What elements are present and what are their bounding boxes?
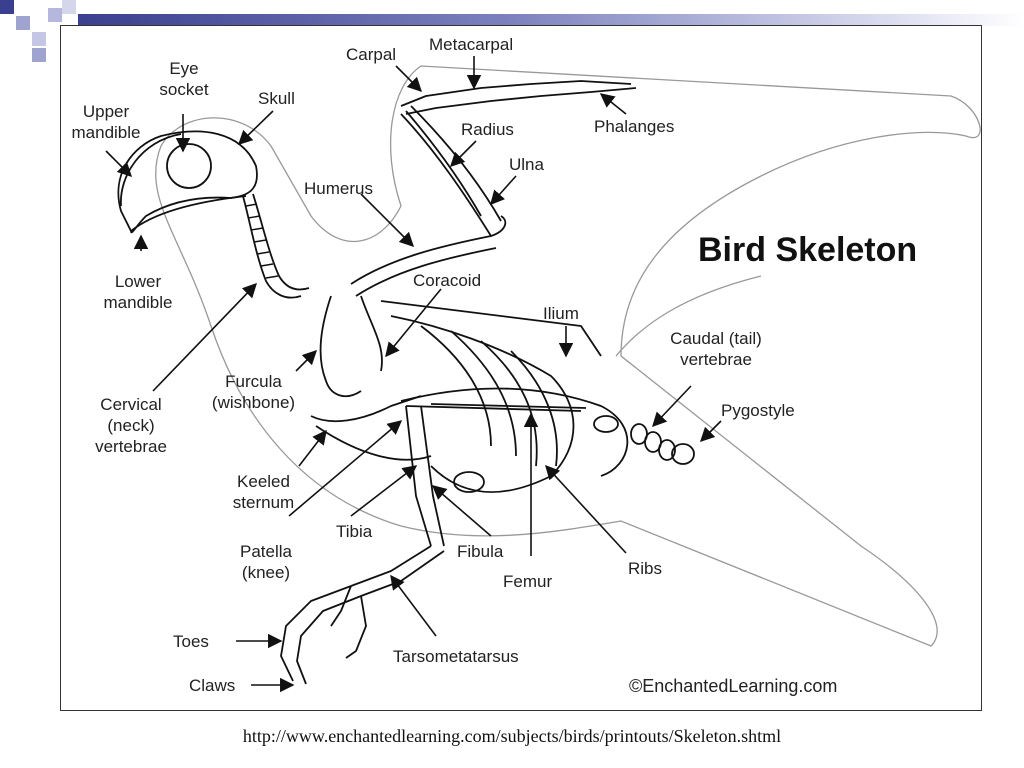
label-toes: Toes bbox=[173, 632, 209, 651]
label-humerus: Humerus bbox=[304, 179, 373, 198]
label-pygostyle: Pygostyle bbox=[721, 401, 795, 420]
label-ribs: Ribs bbox=[628, 559, 663, 578]
label-phalanges: Phalanges bbox=[594, 117, 675, 136]
label-ulna: Ulna bbox=[509, 155, 544, 174]
label-patella: Patella (knee) bbox=[240, 542, 292, 582]
label-coracoid: Coracoid bbox=[413, 271, 482, 290]
label-keeled-sternum: Keeled sternum bbox=[232, 472, 295, 512]
label-carpal: Carpal bbox=[346, 45, 397, 64]
label-femur: Femur bbox=[503, 572, 553, 591]
label-caudal-vertebrae: Caudal (tail) vertebrae bbox=[670, 329, 762, 369]
diagram-title: Bird Skeleton bbox=[698, 231, 918, 269]
label-furcula: Furcula (wishbone) bbox=[211, 372, 296, 412]
label-fibula: Fibula bbox=[457, 542, 504, 561]
label-radius: Radius bbox=[461, 120, 514, 139]
credit-text: ©EnchantedLearning.com bbox=[629, 676, 838, 696]
diagram-frame: Bird Skeleton Upper mandible Eye socket … bbox=[60, 25, 982, 711]
label-skull: Skull bbox=[258, 89, 295, 108]
slide-title-bar bbox=[78, 14, 1024, 26]
slide-decor-square bbox=[0, 0, 14, 14]
label-metacarpal: Metacarpal bbox=[429, 35, 514, 54]
label-upper-mandible: Upper mandible bbox=[71, 102, 141, 142]
label-ilium: Ilium bbox=[543, 304, 579, 323]
slide-decor-square bbox=[48, 8, 62, 22]
source-url: http://www.enchantedlearning.com/subject… bbox=[242, 726, 782, 746]
slide-decor-square bbox=[16, 16, 30, 30]
label-lower-mandible: Lower mandible bbox=[103, 272, 173, 312]
slide-decor-square bbox=[32, 48, 46, 62]
label-eye-socket: Eye socket bbox=[159, 59, 209, 99]
bird-skeleton-drawing bbox=[105, 56, 981, 693]
label-cervical-vertebrae: Cervical (neck) vertebrae bbox=[95, 395, 167, 456]
label-claws: Claws bbox=[189, 676, 236, 695]
label-tarsometatarsus: Tarsometatarsus bbox=[393, 647, 519, 666]
slide-decor-square bbox=[62, 0, 76, 14]
slide-decor-square bbox=[32, 32, 46, 46]
label-tibia: Tibia bbox=[336, 522, 373, 541]
